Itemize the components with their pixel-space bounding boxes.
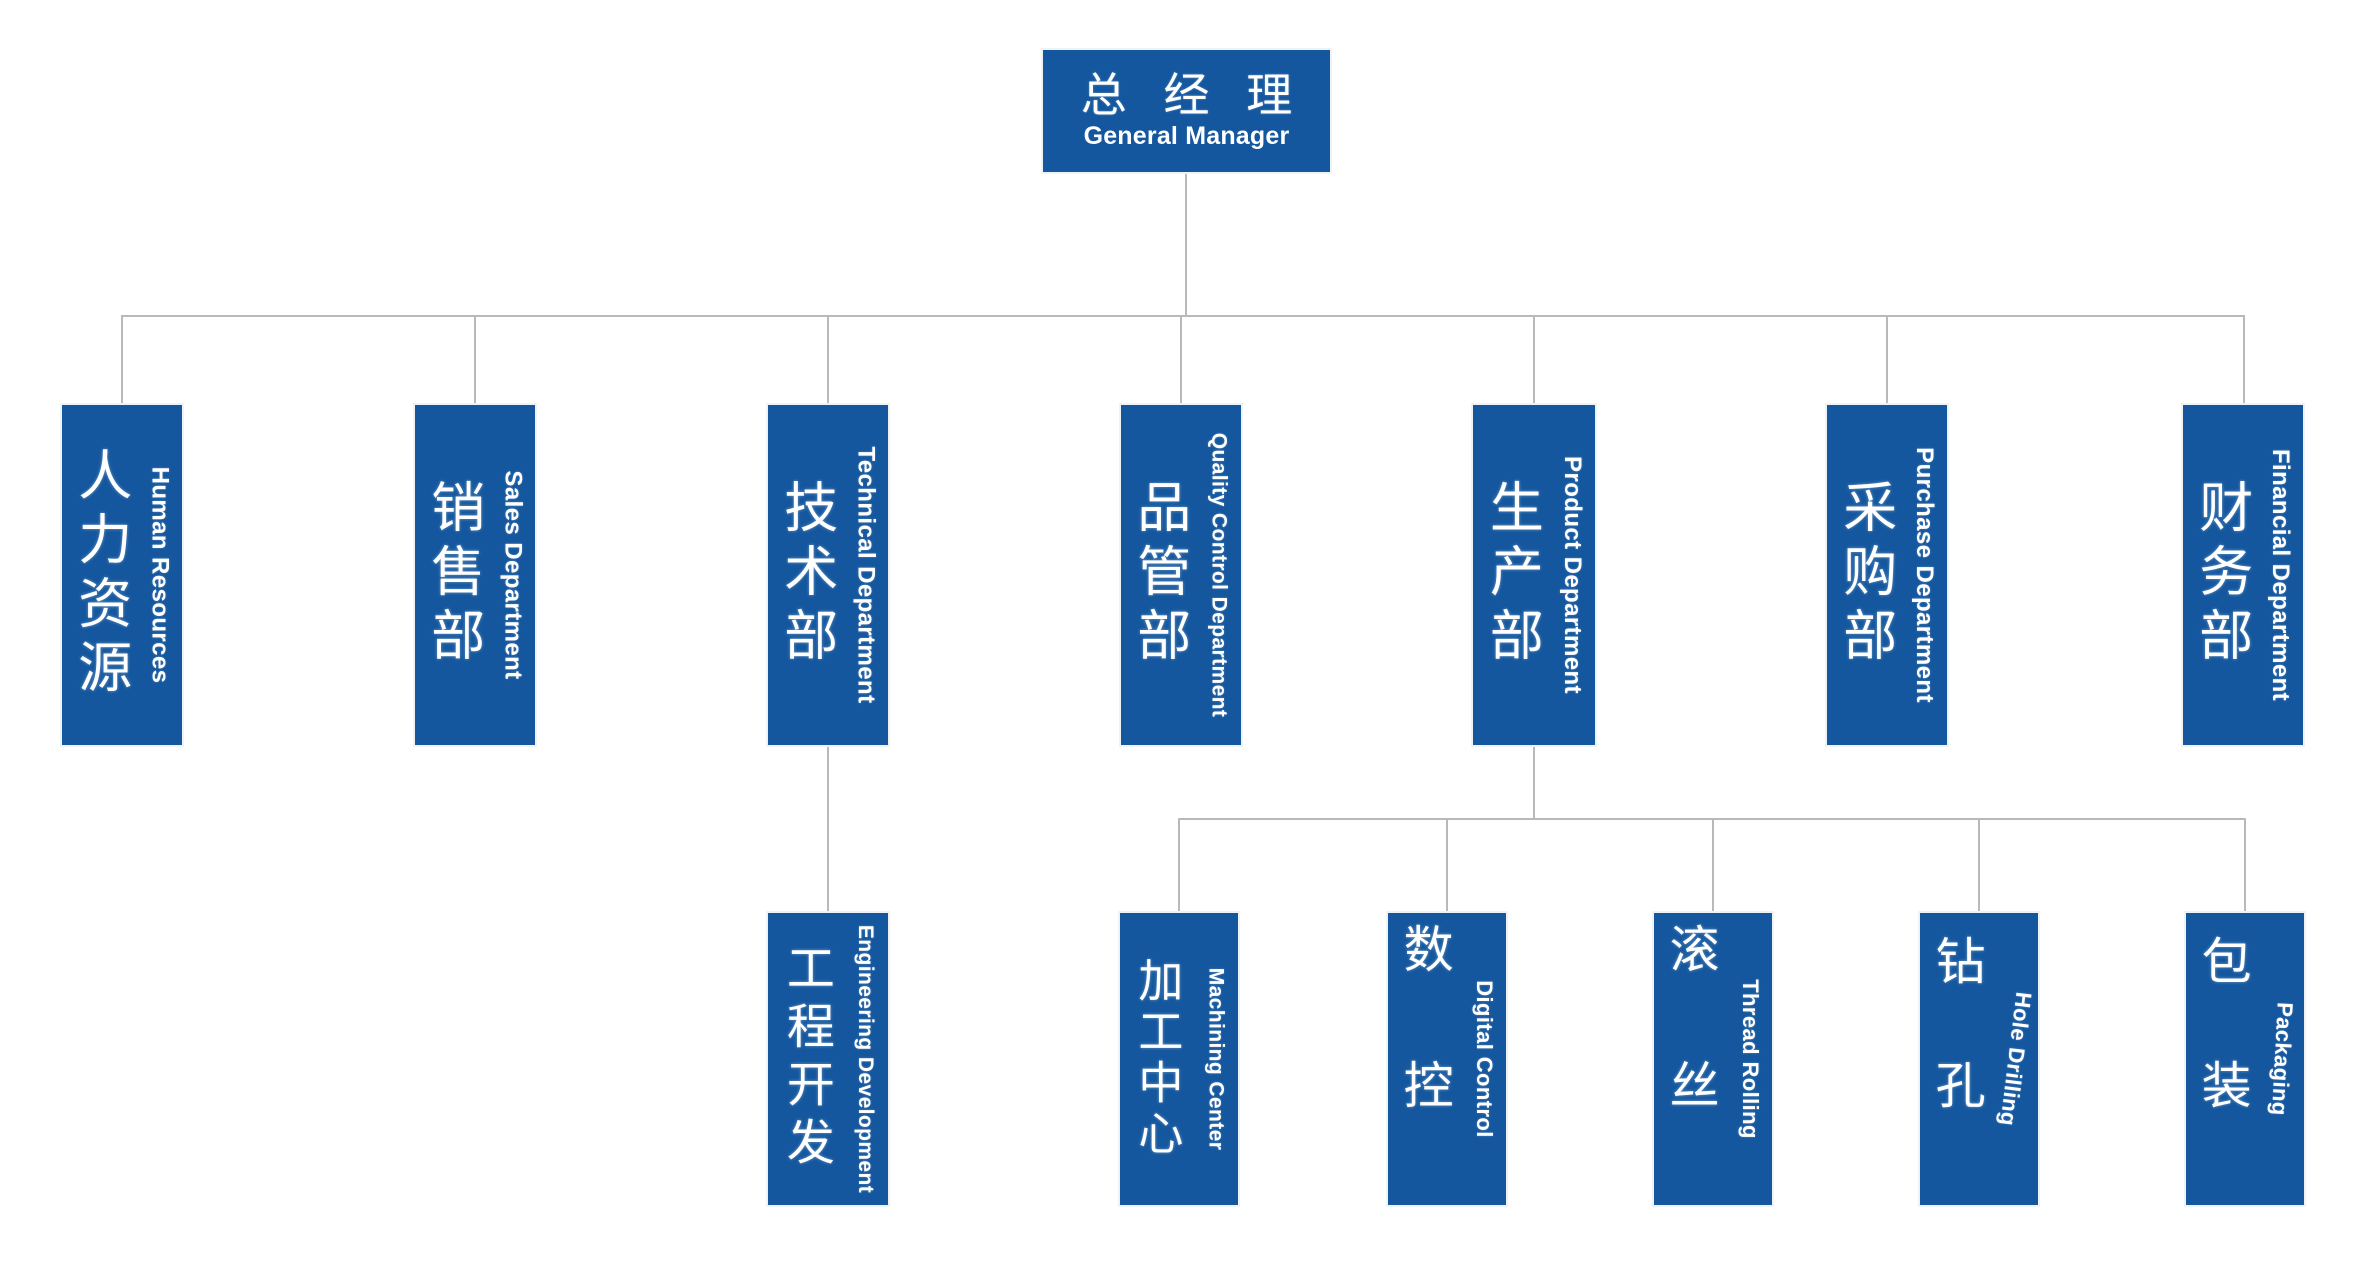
node-packaging[interactable]: 包装 Packaging [2186, 913, 2304, 1205]
node-label-en: General Manager [1083, 121, 1290, 150]
connector-drop-product [1533, 315, 1535, 407]
node-label-en: Packaging [2266, 1001, 2298, 1117]
connector-drop-hr [121, 315, 123, 407]
node-machining-center[interactable]: 加工中心 Machining Center [1120, 913, 1238, 1205]
connector-product-stem [1533, 745, 1535, 820]
connector-drop-sales [474, 315, 476, 407]
node-digital-control[interactable]: 数控 Digital Control [1388, 913, 1506, 1205]
node-label-cn: 财务部 [2190, 479, 2251, 671]
node-label-cn: 包装 [2194, 935, 2251, 1183]
node-quality-control-department[interactable]: 品管部 Quality Control Department [1121, 405, 1241, 745]
node-label-en: Thread Rolling [1737, 979, 1763, 1139]
node-label-cn: 数控 [1396, 923, 1453, 1195]
node-label-cn: 品管部 [1128, 479, 1189, 671]
node-thread-rolling[interactable]: 滚丝 Thread Rolling [1654, 913, 1772, 1205]
node-label-cn: 加工中心 [1131, 957, 1183, 1161]
node-label-en: Hole Drilling [1995, 990, 2037, 1128]
connector-drop-quality [1180, 315, 1182, 407]
connector-drop-purchase [1886, 315, 1888, 407]
connector-technical-to-engineering [827, 745, 829, 913]
node-label-en: Digital Control [1471, 980, 1497, 1138]
node-label-en: Purchase Department [1911, 447, 1939, 703]
node-label-en: Product Department [1558, 456, 1586, 694]
node-label-cn: 人力资源 [69, 447, 130, 703]
node-label-en: Machining Center [1204, 967, 1228, 1151]
node-label-en: Quality Control Department [1207, 432, 1231, 718]
connector-drop-packaging [2244, 818, 2246, 913]
connector-drop-financial [2243, 315, 2245, 407]
node-label-cn: 总 经 理 [1080, 69, 1305, 122]
node-label-en: Human Resources [146, 466, 174, 684]
node-product-department[interactable]: 生产部 Product Department [1473, 405, 1595, 745]
node-sales-department[interactable]: 销售部 Sales Department [415, 405, 535, 745]
node-label-cn: 技术部 [775, 479, 836, 671]
connector-drop-thread [1712, 818, 1714, 913]
node-label-en: Technical Department [852, 446, 880, 704]
node-label-cn: 工程开发 [778, 943, 832, 1175]
node-label-cn: 钻孔 [1928, 935, 1985, 1183]
node-general-manager[interactable]: 总 经 理 General Manager [1043, 50, 1330, 172]
node-label-cn: 销售部 [422, 479, 483, 671]
node-human-resources[interactable]: 人力资源 Human Resources [62, 405, 182, 745]
connector-level2-bus [121, 315, 2244, 317]
node-engineering-development[interactable]: 工程开发 Engineering Development [768, 913, 888, 1205]
connector-drop-machining [1178, 818, 1180, 913]
node-financial-department[interactable]: 财务部 Financial Department [2183, 405, 2303, 745]
node-hole-drilling[interactable]: 钻孔 Hole Drilling [1920, 913, 2038, 1205]
node-purchase-department[interactable]: 采购部 Purchase Department [1827, 405, 1947, 745]
node-label-cn: 生产部 [1481, 479, 1542, 671]
connector-drop-technical [827, 315, 829, 407]
node-label-en: Sales Department [499, 470, 527, 680]
connector-drop-digital [1446, 818, 1448, 913]
node-label-en: Engineering Development [854, 924, 878, 1194]
node-label-cn: 滚丝 [1662, 923, 1719, 1195]
connector-drop-drilling [1978, 818, 1980, 913]
node-technical-department[interactable]: 技术部 Technical Department [768, 405, 888, 745]
node-label-en: Financial Department [2267, 448, 2295, 702]
connector-root-stem [1185, 172, 1187, 317]
node-label-cn: 采购部 [1834, 479, 1895, 671]
